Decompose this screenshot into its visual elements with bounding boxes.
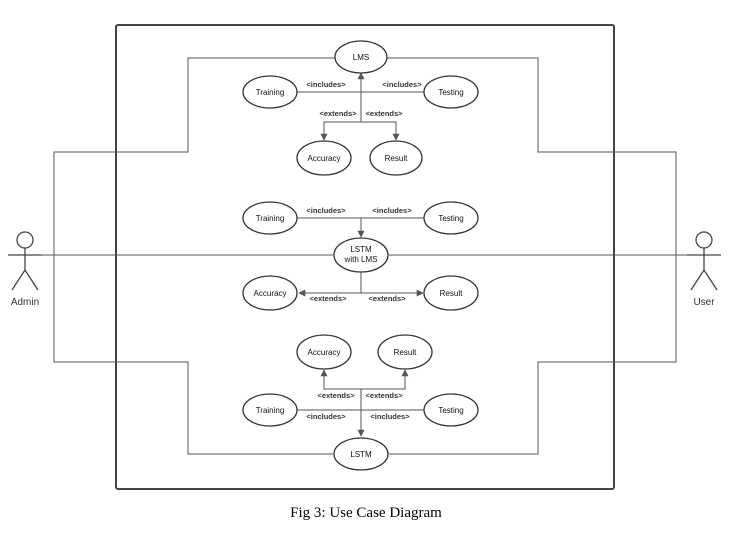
lstm-training-label: Training — [256, 406, 285, 415]
lms-result-label: Result — [385, 154, 408, 163]
lstm-with-lms-label-line2: with LMS — [344, 255, 378, 264]
lstm-lms-extends-right: <extends> — [368, 294, 406, 303]
user-label: User — [693, 297, 715, 308]
lstm-with-lms-use-case — [333, 237, 389, 273]
lstm-result-use-case — [377, 334, 433, 370]
lstm-lms-includes-right: <includes> — [372, 206, 412, 215]
admin-actor: Admin — [8, 231, 42, 308]
admin-connections — [28, 57, 335, 455]
lstm-testing-use-case — [423, 393, 479, 427]
lms-use-case — [334, 40, 388, 74]
lstm-lms-testing-use-case — [423, 201, 479, 235]
lstm-lms-testing-label: Testing — [438, 214, 463, 223]
lstm-includes-right: <includes> — [370, 412, 410, 421]
group-lstm: <extends> <extends> <includes> <includes… — [242, 334, 479, 471]
lms-includes-left: <includes> — [306, 80, 346, 89]
lms-result-use-case — [369, 140, 423, 176]
lstm-lms-training-use-case — [242, 201, 298, 235]
lstm-extends-left: <extends> — [317, 391, 355, 400]
lstm-result-label: Result — [394, 348, 417, 357]
lstm-use-case-label: LSTM — [350, 450, 372, 459]
lstm-testing-label: Testing — [438, 406, 463, 415]
lms-testing-label: Testing — [438, 88, 463, 97]
lstm-with-lms-label-line1: LSTM — [350, 245, 372, 254]
lstm-accuracy-use-case — [296, 334, 352, 370]
lms-extends-left: <extends> — [319, 109, 357, 118]
lstm-accuracy-label: Accuracy — [308, 348, 341, 357]
lstm-lms-accuracy-use-case — [242, 275, 298, 311]
admin-label: Admin — [11, 297, 39, 308]
group-lms: <includes> <includes> <extends> <extends… — [242, 40, 479, 176]
group-lstm-with-lms: <includes> <includes> <extends> <extends… — [242, 201, 479, 311]
lstm-extends-right: <extends> — [365, 391, 403, 400]
lstm-training-use-case — [242, 393, 298, 427]
lstm-lms-extends-left: <extends> — [309, 294, 347, 303]
lms-accuracy-use-case — [296, 140, 352, 176]
lms-use-case-label: LMS — [353, 53, 369, 62]
lms-training-label: Training — [256, 88, 285, 97]
lms-testing-use-case — [423, 75, 479, 109]
lstm-includes-left: <includes> — [306, 412, 346, 421]
lms-includes-right: <includes> — [382, 80, 422, 89]
user-actor: User — [687, 231, 721, 308]
lstm-lms-training-label: Training — [256, 214, 285, 223]
system-boundary — [115, 24, 615, 490]
lstm-lms-accuracy-label: Accuracy — [254, 289, 287, 298]
lstm-use-case — [333, 437, 389, 471]
lms-extends-right: <extends> — [365, 109, 403, 118]
lms-accuracy-label: Accuracy — [308, 154, 341, 163]
lstm-lms-includes-left: <includes> — [306, 206, 346, 215]
lstm-lms-result-use-case — [423, 275, 479, 311]
lms-training-use-case — [242, 75, 298, 109]
lstm-lms-result-label: Result — [440, 289, 463, 298]
figure-caption: Fig 3: Use Case Diagram — [290, 505, 442, 521]
user-connections — [387, 57, 704, 455]
